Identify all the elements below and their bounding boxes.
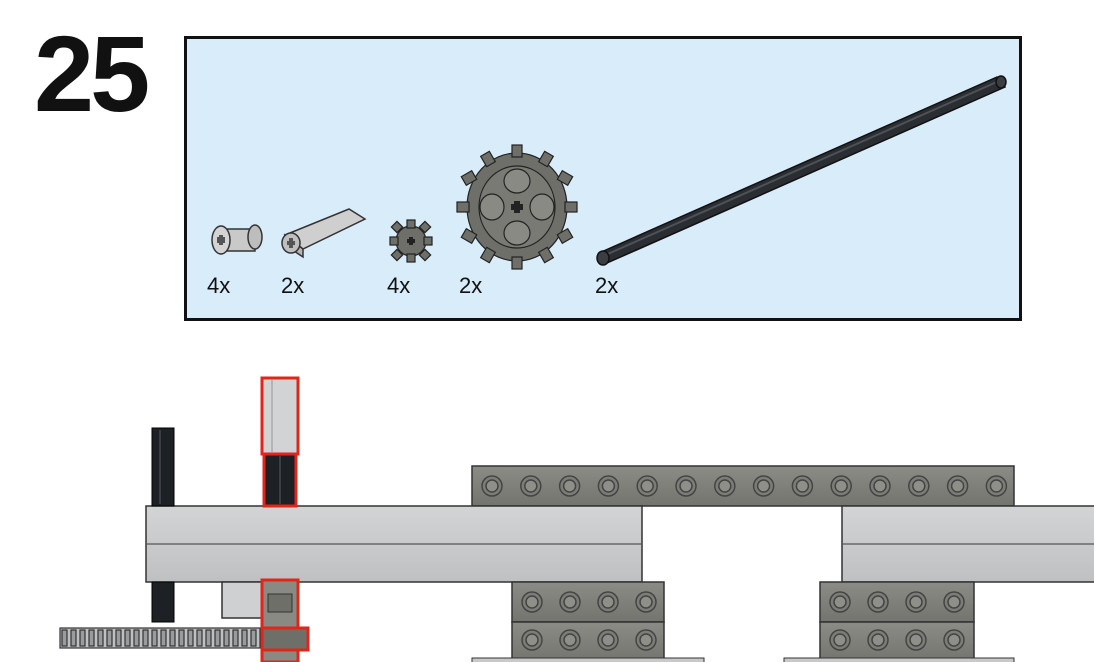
gear-tooth [169,629,176,647]
beam-hole-inner [640,479,654,493]
beam-hole-inner [989,479,1004,493]
gear-8-tooth-icon [389,219,433,263]
axle-pin-connector-icon [211,224,263,255]
beam-hole-inner [833,595,847,609]
beam-hole-inner [601,479,616,493]
beam-hole-inner [485,479,499,493]
gear-tooth [70,629,77,647]
black-axle-left [151,427,175,507]
gear-tooth [115,629,122,647]
gear-tooth [232,629,239,647]
step-number: 25 [34,13,150,134]
beam-hole-inner [524,479,538,493]
beam-hole-inner [873,479,887,493]
beam-hole-inner [909,633,923,647]
parts-list-panel: 4x 2x 4x [184,36,1022,321]
gear-8-tooth-quantity: 4x [387,273,411,298]
gear-tooth [214,629,221,647]
beam-hole-inner [871,633,885,647]
beam-hole-inner [525,595,539,609]
gear-tooth [133,629,140,647]
beam-hole-inner [525,633,539,647]
gear-tooth [88,629,95,647]
gear-tooth [124,629,131,647]
beam-hole-inner [601,595,615,609]
gear-tooth [205,629,212,647]
gear-tooth [178,629,185,647]
axle-connector-quantity: 2x [281,273,305,298]
gear-tooth [223,629,230,647]
gear-tooth [61,629,68,647]
gear-tooth [142,629,149,647]
beam-hole-inner [756,479,771,493]
beam-hole-inner [639,595,653,609]
beam-hole-inner [871,595,885,609]
beam-hole-inner [563,633,577,647]
beam-hole-inner [909,595,923,609]
long-axle-icon [596,75,1007,266]
gear-24-tooth-icon [456,144,578,270]
beam-hole-inner [795,479,810,493]
gear-tooth [79,629,86,647]
beam-hole-inner [950,479,965,493]
axle-connector-icon [281,208,367,259]
beam-hole-inner [562,479,577,493]
beam-hole-inner [679,479,693,493]
gear-tooth [160,629,167,647]
beam-hole-inner [639,633,653,647]
axle-pin-connector-quantity: 4x [207,273,231,298]
beam-hole-inner [947,595,961,609]
beam-hole-inner [947,633,961,647]
gear-tooth [196,629,203,647]
beam-hole-inner [563,595,577,609]
gear-tooth [151,629,158,647]
gear-tooth [250,629,257,647]
gear-tooth [106,629,113,647]
gear-tooth [187,629,194,647]
top-beam-holes [481,475,1008,497]
gear-24-tooth-assembled [59,627,261,649]
new-axle-connector [260,376,300,456]
gear-tooth [241,629,248,647]
long-axle-quantity: 2x [595,273,619,298]
gear-24-tooth-quantity: 2x [459,273,483,298]
gear-tooth [97,629,104,647]
beam-hole-inner [834,479,848,493]
beam-hole-inner [912,479,926,493]
beam-hole-inner [601,633,615,647]
beam-hole-inner [718,479,732,493]
top-technic-beam [471,465,1015,507]
beam-hole-inner [833,633,847,647]
